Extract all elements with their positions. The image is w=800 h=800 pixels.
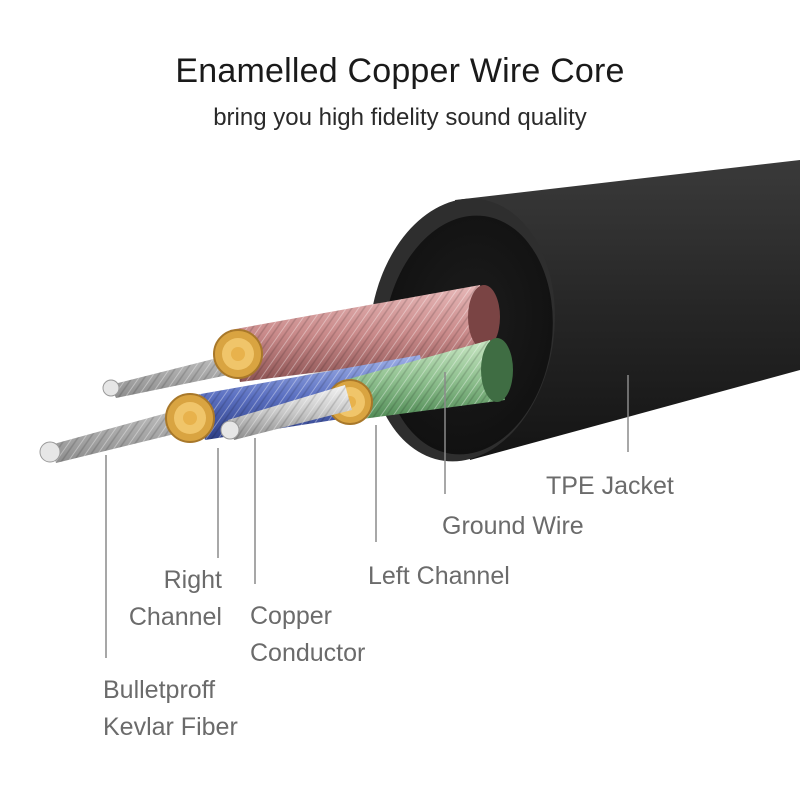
label-kevlar-fiber: Bulletproff Kevlar Fiber bbox=[103, 672, 238, 746]
label-copper-conductor-line2: Conductor bbox=[250, 639, 366, 667]
label-tpe-jacket: TPE Jacket bbox=[546, 472, 674, 500]
label-right-channel-line2: Channel bbox=[128, 603, 222, 631]
label-ground-wire: Ground Wire bbox=[442, 512, 584, 540]
leader-lines bbox=[105, 372, 629, 658]
page-title: Enamelled Copper Wire Core bbox=[175, 52, 625, 90]
label-kevlar-fiber-line1: Bulletproff bbox=[103, 676, 216, 704]
label-left-channel: Left Channel bbox=[368, 562, 510, 590]
label-right-channel: Right Channel bbox=[108, 562, 222, 636]
copper-conductor-bundle bbox=[220, 385, 352, 440]
page-subtitle: bring you high fidelity sound quality bbox=[213, 104, 587, 131]
label-kevlar-fiber-line2: Kevlar Fiber bbox=[103, 713, 238, 741]
label-right-channel-line1: Right bbox=[163, 566, 222, 594]
label-copper-conductor-line1: Copper bbox=[250, 602, 332, 630]
label-copper-conductor: Copper Conductor bbox=[250, 598, 365, 672]
